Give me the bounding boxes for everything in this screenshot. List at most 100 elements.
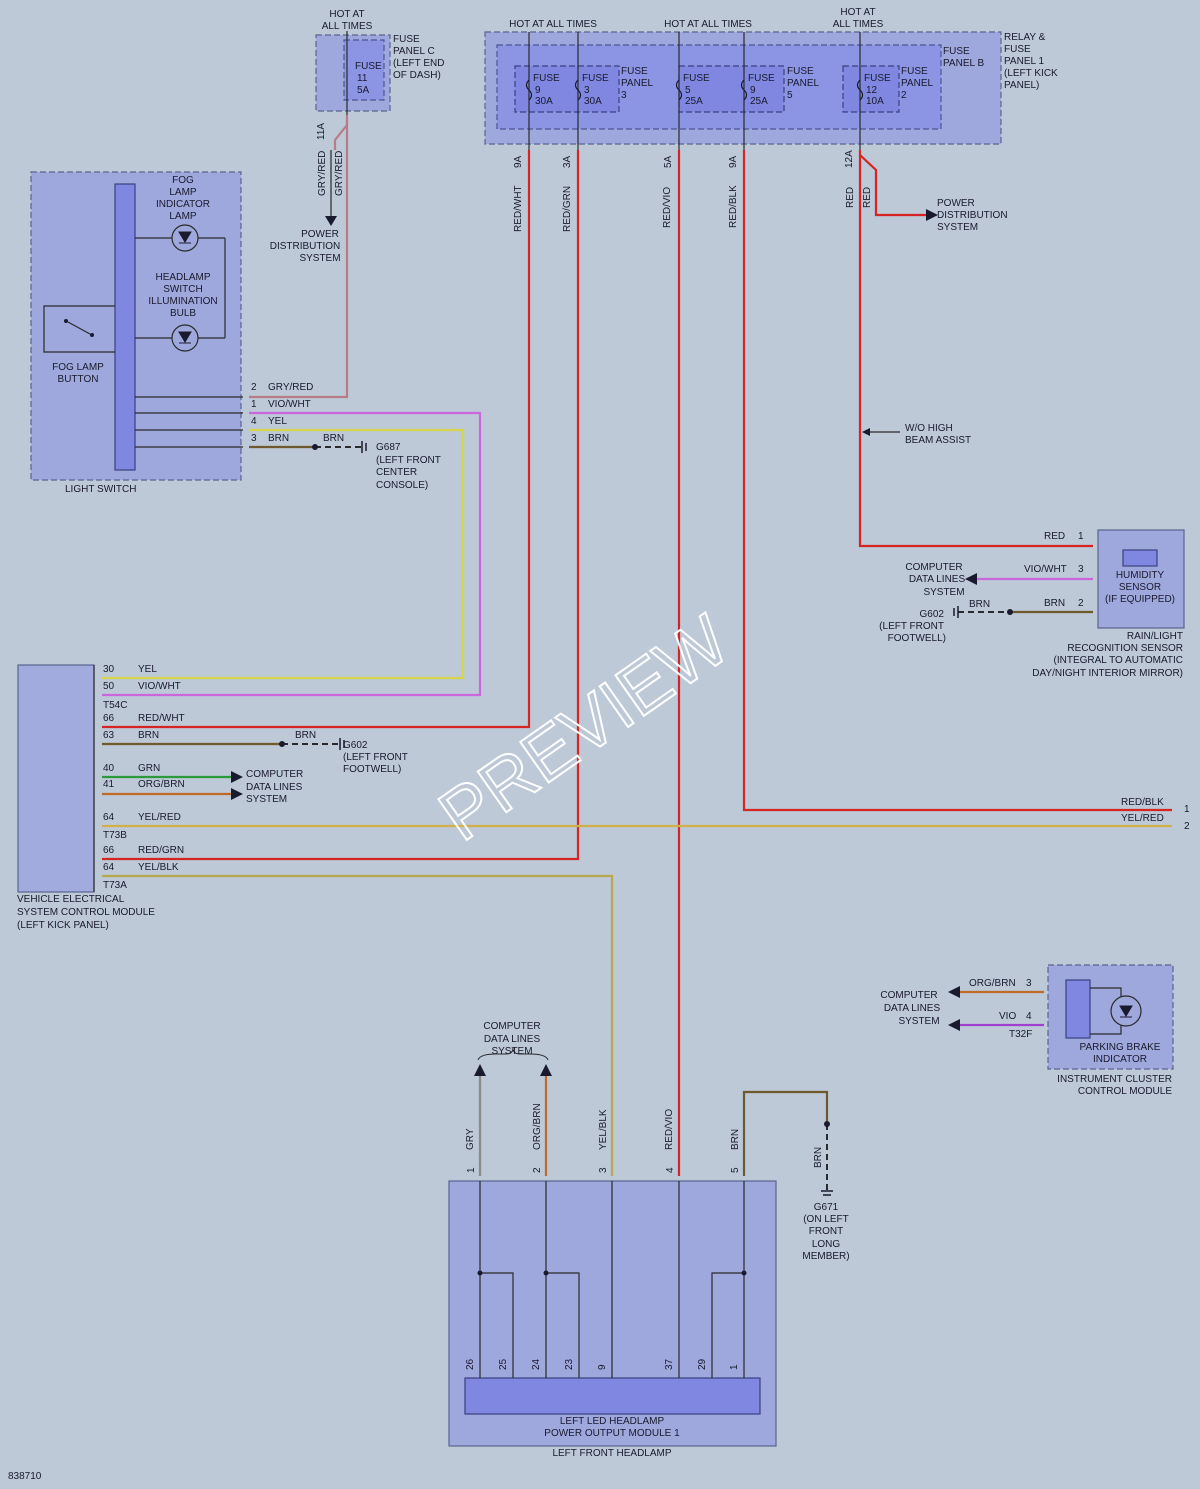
parking-brake-l2: INDICATOR [1093,1054,1147,1065]
ground-g602-rain: G602 (LEFT FRONT FOOTWELL) [879,606,959,644]
lbl-gryred-1: GRY/RED [317,151,328,196]
vescm-pin-1: 50 [103,681,115,692]
fuse-11-amp: 5A [357,85,370,96]
vescm-pin-color-0: YEL [138,664,157,675]
relay-label-2: FUSE [1004,44,1031,55]
g671-name: G671 [814,1202,839,1213]
fuse-amp-1: 30A [584,96,602,107]
g687-l2: CENTER [376,467,417,478]
rain-name-l4: DAY/NIGHT INTERIOR MIRROR) [1032,668,1183,679]
fp5-l3: 5 [787,90,793,101]
fp3-l2: PANEL [621,78,653,89]
g671-l2: FRONT [809,1226,843,1237]
ground-g671: G671 (ON LEFT FRONT LONG MEMBER) [802,1190,850,1262]
cluster-conn: T32F [1009,1029,1032,1040]
ls-pin-1: 1 [251,399,257,410]
cluster-pin-3: 3 [1026,978,1032,989]
rain-pin-3-color: VIO/WHT [1024,564,1067,575]
cdl-cluster-l2: DATA LINES [884,1003,941,1014]
hl-internal-pin-5: 37 [664,1358,675,1370]
g602-rain-name: G602 [920,609,945,620]
fp2-l1: FUSE [901,66,928,77]
lbl-brn-g671: BRN [813,1147,824,1168]
wire-red-pds [859,154,928,217]
lbl-brn-hl: BRN [730,1129,741,1150]
hl-internal-pin-4: 9 [597,1364,608,1370]
hl-module-l2: POWER OUTPUT MODULE 1 [544,1428,680,1439]
vescm-name-l2: SYSTEM CONTROL MODULE [17,907,155,918]
rain-pin-2-color: BRN [1044,598,1065,609]
pd-left-l3: SYSTEM [299,253,340,264]
parking-brake-l1: PARKING BRAKE [1080,1042,1161,1053]
cluster-name-l1: INSTRUMENT CLUSTER [1057,1074,1172,1085]
hot-label-c1: HOT AT [329,9,364,20]
relay-label-5: PANEL) [1004,80,1039,91]
right-pin-2: 2 [1184,821,1190,832]
vescm-pin-4: 40 [103,763,115,774]
fuse-symbol-0 [525,79,533,101]
humidity-l2: SENSOR [1119,582,1161,593]
vescm-conn-t54c: T54C [103,700,127,711]
rain-pin-2: 2 [1078,598,1084,609]
fuse-number-0: 9 [535,85,541,96]
lbl-redblk: RED/BLK [728,185,739,228]
fuse-pin-2: 5A [663,155,674,168]
g687-name: G687 [376,442,401,453]
lbl-yelblk: YEL/BLK [598,1109,609,1150]
humidity-l1: HUMIDITY [1116,570,1165,581]
hl-internal-pin-0: 26 [465,1358,476,1370]
hl-illum-l4: BULB [170,308,196,319]
relay-fuse-panel-1: HOT AT ALL TIMES HOT AT ALL TIMES HOT AT… [484,7,1058,168]
lbl-redblk-right: RED/BLK [1121,797,1164,808]
hl-name: LEFT FRONT HEADLAMP [552,1448,671,1459]
hl-internal-pin-1: 25 [498,1358,509,1370]
fuse-panel-c-label-3: (LEFT END [393,58,445,69]
fuse-symbol-3 [740,79,748,101]
hl-pin-1: 2 [532,1167,543,1173]
fp3-l1: FUSE [621,66,648,77]
fuse-label-4: FUSE [864,73,891,84]
wire-gryred [333,115,349,150]
fog-btn-l2: BUTTON [58,374,99,385]
lbl-red-2: RED [862,187,873,208]
rain-name-l1: RAIN/LIGHT [1127,631,1183,642]
vescm-pin-color-8: YEL/BLK [138,862,179,873]
cdl-rain-l3: SYSTEM [923,587,964,598]
left-front-headlamp: COMPUTER DATA LINES SYSTEM LEFT LED HEAD… [448,1021,777,1459]
fuse-panel-c-label-2: PANEL C [393,46,435,57]
wo-hba-l1: W/O HIGH [905,423,953,434]
fuse-amp-2: 25A [685,96,703,107]
fuse-symbol-2 [675,79,683,101]
ls-pin-2: 2 [251,382,257,393]
fuse-label-1: FUSE [582,73,609,84]
fuse-11-pin: 11A [316,123,327,140]
fuse-pin-4: 12A [844,150,855,168]
fuse-11-label: FUSE [355,61,382,72]
hl-pin-0: 1 [466,1167,477,1173]
fog-ind-l2: LAMP [169,187,197,198]
ground-g602-vescm: G602 (LEFT FRONT FOOTWELL) [339,738,408,775]
vescm-pin-3: 63 [103,730,115,741]
ls-pin-4: 4 [251,416,257,427]
rain-light-recognition-sensor: HUMIDITY SENSOR (IF EQUIPPED) RAIN/LIGHT… [905,529,1185,679]
fuse-number-2: 5 [685,85,691,96]
fp2-l3: 2 [901,90,907,101]
vescm-pin-6: 64 [103,812,115,823]
cdl-vescm-l2: DATA LINES [246,782,303,793]
fuse-panel-b-label-1: FUSE [943,46,970,57]
instrument-cluster-control-module: PARKING BRAKE INDICATOR INSTRUMENT CLUST… [880,964,1174,1097]
ls-pin-2-color: GRY/RED [268,382,313,393]
vescm-pin-5: 41 [103,779,115,790]
cdl-hl-l2: DATA LINES [484,1034,541,1045]
wire-gryred-2 [249,120,349,399]
hl-internal-pin-7: 1 [729,1364,740,1370]
relay-label-1: RELAY & [1004,32,1046,43]
pd-left-l2: DISTRIBUTION [270,241,341,252]
wire-yelblk [102,874,614,1176]
fog-indicator-lamp: FOG LAMP INDICATOR LAMP [135,175,226,338]
fuse-panel-c-label-4: OF DASH) [393,70,441,81]
relay-label-3: PANEL 1 [1004,56,1044,67]
rain-name-l2: RECOGNITION SENSOR [1067,643,1183,654]
hl-internal-pin-2: 24 [531,1358,542,1370]
